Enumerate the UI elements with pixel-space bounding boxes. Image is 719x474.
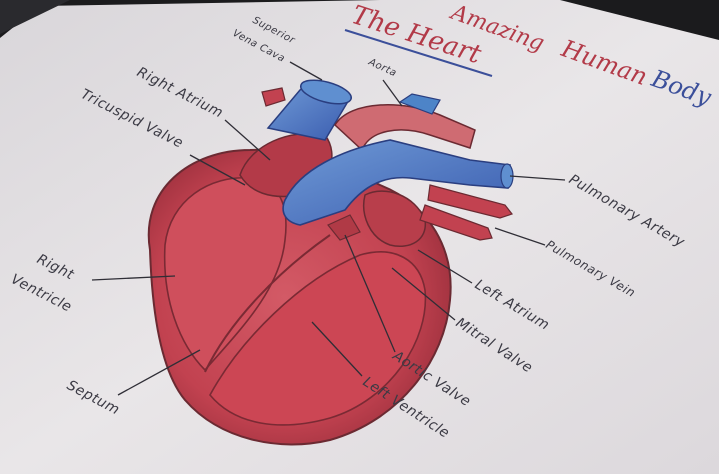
heart-drawing-photo: Amazing Human Body The Heart xyxy=(0,0,719,474)
